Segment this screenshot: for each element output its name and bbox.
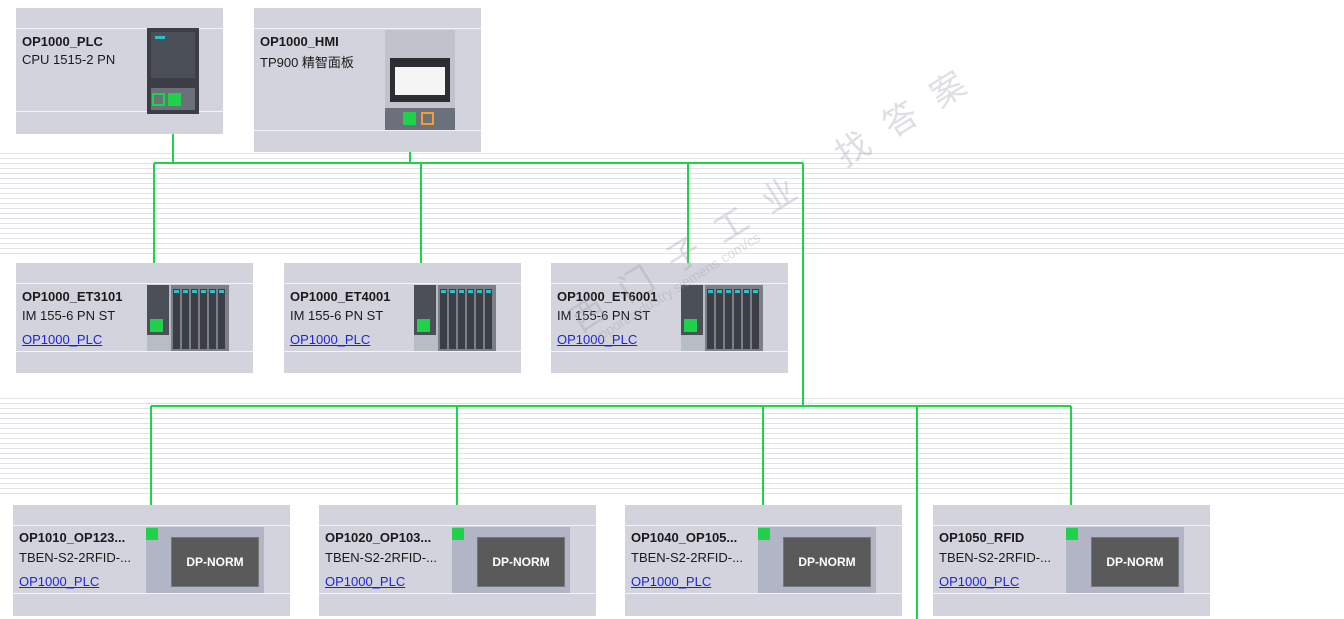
device-name[interactable]: OP1020_OP103...: [325, 530, 432, 545]
plc-link[interactable]: OP1000_PLC: [19, 574, 100, 589]
plc-link[interactable]: OP1000_PLC: [939, 574, 1020, 589]
network-port[interactable]: [146, 528, 158, 540]
dp-norm-label: DP-NORM: [477, 537, 565, 587]
device-hmi[interactable]: OP1000_HMI TP900 精智面板: [254, 8, 481, 152]
plc-link[interactable]: OP1000_PLC: [631, 574, 712, 589]
network-port[interactable]: [758, 528, 770, 540]
plc-link[interactable]: OP1000_PLC: [22, 332, 103, 347]
dp-norm-module: DP-NORM: [146, 527, 264, 593]
device-name[interactable]: OP1010_OP123...: [19, 530, 126, 545]
background-lines: [0, 153, 1344, 258]
plc-link[interactable]: OP1000_PLC: [290, 332, 371, 347]
device-rfid-station[interactable]: OP1020_OP103... TBEN-S2-2RFID-... OP1000…: [319, 505, 596, 616]
device-type: IM 155-6 PN ST: [22, 308, 116, 323]
device-type: TBEN-S2-2RFID-...: [19, 550, 131, 565]
device-et-station[interactable]: OP1000_ET6001 IM 155-6 PN ST OP1000_PLC: [551, 263, 788, 373]
device-name[interactable]: OP1040_OP105...: [631, 530, 738, 545]
device-et-station[interactable]: OP1000_ET3101 IM 155-6 PN ST OP1000_PLC: [16, 263, 253, 373]
device-plc[interactable]: OP1000_PLC CPU 1515-2 PN: [16, 8, 223, 134]
dp-norm-module: DP-NORM: [758, 527, 876, 593]
device-rfid-station[interactable]: OP1040_OP105... TBEN-S2-2RFID-... OP1000…: [625, 505, 902, 616]
plc-link[interactable]: OP1000_PLC: [325, 574, 406, 589]
background-lines-lower: [0, 398, 1344, 498]
device-type: TBEN-S2-2RFID-...: [939, 550, 1051, 565]
device-et-station[interactable]: OP1000_ET4001 IM 155-6 PN ST OP1000_PLC: [284, 263, 521, 373]
device-rfid-station[interactable]: OP1010_OP123... TBEN-S2-2RFID-... OP1000…: [13, 505, 290, 616]
device-name[interactable]: OP1050_RFID: [939, 530, 1025, 545]
network-port[interactable]: [1066, 528, 1078, 540]
et200sp-station-icon: [147, 285, 229, 351]
device-rfid-station[interactable]: OP1050_RFID TBEN-S2-2RFID-... OP1000_PLC…: [933, 505, 1210, 616]
device-name[interactable]: OP1000_ET4001: [290, 289, 391, 304]
device-type: IM 155-6 PN ST: [557, 308, 651, 323]
hmi-panel-icon: [385, 30, 455, 130]
network-port[interactable]: [452, 528, 464, 540]
plc-link[interactable]: OP1000_PLC: [557, 332, 638, 347]
dp-norm-module: DP-NORM: [452, 527, 570, 593]
device-type: TBEN-S2-2RFID-...: [631, 550, 743, 565]
et200sp-station-icon: [414, 285, 496, 351]
device-type: TP900 精智面板: [260, 55, 354, 70]
device-name[interactable]: OP1000_PLC: [22, 34, 103, 49]
device-name[interactable]: OP1000_HMI: [260, 34, 339, 49]
device-type: CPU 1515-2 PN: [22, 52, 116, 67]
device-name[interactable]: OP1000_ET6001: [557, 289, 658, 304]
device-type: TBEN-S2-2RFID-...: [325, 550, 437, 565]
dp-norm-label: DP-NORM: [171, 537, 259, 587]
plc-cpu-icon: [147, 28, 199, 114]
device-type: IM 155-6 PN ST: [290, 308, 384, 323]
dp-norm-label: DP-NORM: [1091, 537, 1179, 587]
dp-norm-module: DP-NORM: [1066, 527, 1184, 593]
et200sp-station-icon: [681, 285, 763, 351]
dp-norm-label: DP-NORM: [783, 537, 871, 587]
device-name[interactable]: OP1000_ET3101: [22, 289, 123, 304]
